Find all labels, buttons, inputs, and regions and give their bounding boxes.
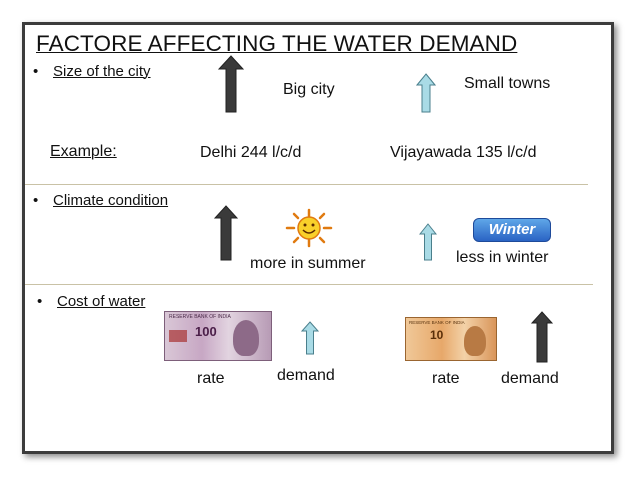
hundred-rupee-note-image: RESERVE BANK OF INDIA 100 — [164, 311, 272, 361]
winter-badge: Winter — [473, 218, 551, 242]
bullet-cost-label: Cost of water — [57, 293, 146, 310]
slide-title: FACTORE AFFECTING THE WATER DEMAND — [36, 31, 518, 56]
slide: FACTORE AFFECTING THE WATER DEMAND • Size… — [22, 22, 614, 454]
up-arrow-dark-icon — [531, 311, 553, 363]
up-arrow-dark-icon — [214, 205, 238, 261]
bullet-cost: • Cost of water — [37, 293, 145, 310]
up-arrow-light-icon — [419, 223, 437, 261]
note-bank-text: RESERVE BANK OF INDIA — [169, 314, 231, 320]
big-city-label: Big city — [283, 81, 335, 98]
bullet-dot: • — [33, 63, 39, 80]
left-demand-label: demand — [277, 367, 335, 384]
portrait-shape — [233, 320, 259, 356]
right-demand-label: demand — [501, 370, 559, 387]
sun-icon — [285, 208, 333, 248]
up-arrow-dark-icon — [218, 55, 244, 113]
ten-rupee-note-image: RESERVE BANK OF INDIA 10 — [405, 317, 497, 361]
note-stamp — [169, 330, 187, 342]
left-rate-label: rate — [197, 370, 225, 387]
bullet-size-label: Size of the city — [53, 63, 151, 80]
bullet-size-of-city: • Size of the city — [33, 63, 151, 80]
bullet-dot: • — [33, 192, 39, 209]
example-label: Example: — [50, 143, 117, 160]
note-denomination: 100 — [195, 324, 217, 339]
up-arrow-light-icon — [416, 73, 436, 113]
vijayawada-value: Vijayawada 135 l/c/d — [390, 144, 537, 161]
section-divider-2 — [25, 284, 593, 285]
note-denomination: 10 — [430, 328, 444, 342]
bullet-climate: • Climate condition — [33, 192, 168, 209]
less-in-winter-label: less in winter — [456, 249, 549, 266]
bullet-dot: • — [37, 293, 43, 310]
bullet-climate-label: Climate condition — [53, 192, 169, 209]
small-towns-label: Small towns — [464, 75, 551, 92]
more-in-summer-label: more in summer — [250, 255, 366, 272]
winter-badge-text: Winter — [488, 221, 536, 238]
right-rate-label: rate — [432, 370, 460, 387]
portrait-shape — [464, 326, 486, 356]
section-divider-1 — [25, 184, 588, 185]
note-bank-text: RESERVE BANK OF INDIA — [409, 320, 465, 325]
up-arrow-light-icon — [301, 321, 319, 355]
delhi-value: Delhi 244 l/c/d — [200, 144, 302, 161]
